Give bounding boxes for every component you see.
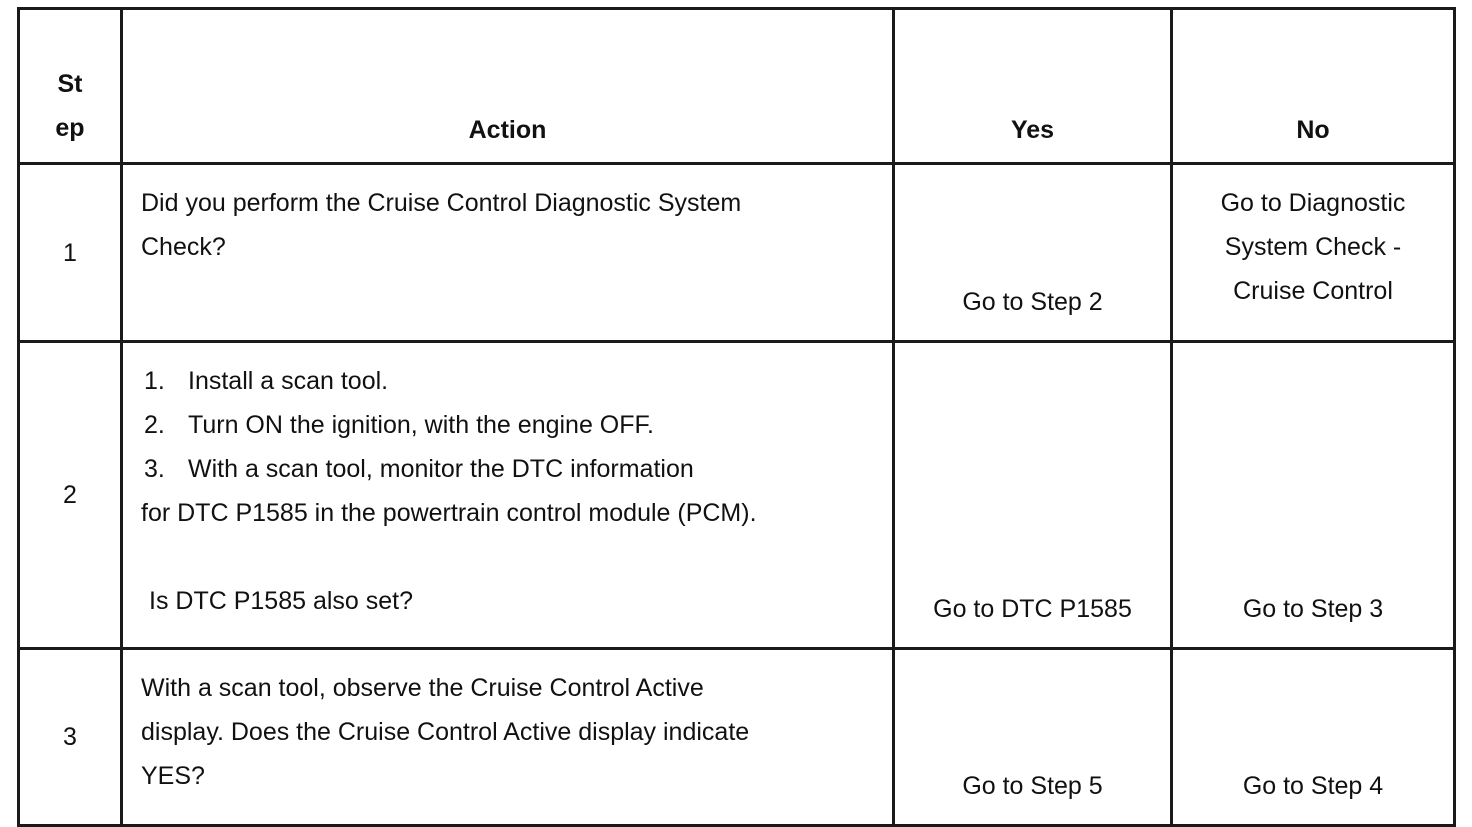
action-line: display. Does the Cruise Control Active … (141, 718, 750, 746)
no-line: Cruise Control (1233, 277, 1393, 305)
yes-cell: Go to Step 5 (892, 647, 1173, 827)
diagnostic-table: St ep Action Yes No 1 Did you perform th… (17, 7, 1456, 827)
list-item: 3.With a scan tool, monitor the DTC info… (144, 455, 694, 483)
no-cell: Go to Diagnostic System Check - Cruise C… (1170, 162, 1456, 343)
no-text: Go to Step 4 (1242, 772, 1384, 800)
header-step: St ep (17, 7, 123, 165)
header-action: Action (120, 7, 895, 165)
no-cell: Go to Step 4 (1170, 647, 1456, 827)
action-continuation: for DTC P1585 in the powertrain control … (141, 499, 757, 527)
action-question: Is DTC P1585 also set? (149, 587, 414, 615)
table-row: 1 Did you perform the Cruise Control Dia… (17, 162, 1456, 343)
step-number: 2 (17, 340, 123, 650)
action-cell: Did you perform the Cruise Control Diagn… (120, 162, 895, 343)
action-line: With a scan tool, observe the Cruise Con… (141, 674, 704, 702)
table-row: 3 With a scan tool, observe the Cruise C… (17, 647, 1456, 827)
header-step-line1: St (57, 70, 83, 98)
no-line: Go to Diagnostic (1220, 189, 1406, 217)
action-line: Check? (141, 233, 226, 261)
yes-cell: Go to Step 2 (892, 162, 1173, 343)
header-step-line2: ep (55, 114, 85, 142)
step-number: 3 (17, 647, 123, 827)
yes-cell: Go to DTC P1585 (892, 340, 1173, 650)
header-row: St ep Action Yes No (17, 7, 1456, 165)
table-row: 2 1.Install a scan tool. 2.Turn ON the i… (17, 340, 1456, 650)
header-no: No (1170, 7, 1456, 165)
procedure-list: 1.Install a scan tool. 2.Turn ON the ign… (141, 359, 892, 491)
list-item: 1.Install a scan tool. (144, 367, 389, 395)
no-text: Go to Step 3 (1242, 595, 1384, 623)
no-line: System Check - (1224, 233, 1402, 261)
list-item: 2.Turn ON the ignition, with the engine … (144, 411, 654, 439)
no-cell: Go to Step 3 (1170, 340, 1456, 650)
action-cell: With a scan tool, observe the Cruise Con… (120, 647, 895, 827)
action-line: YES? (141, 762, 205, 790)
yes-text: Go to Step 5 (962, 772, 1103, 800)
action-cell: 1.Install a scan tool. 2.Turn ON the ign… (120, 340, 895, 650)
step-number: 1 (17, 162, 123, 343)
action-line: Did you perform the Cruise Control Diagn… (141, 189, 742, 217)
yes-text: Go to DTC P1585 (933, 595, 1132, 623)
yes-text: Go to Step 2 (962, 288, 1103, 316)
header-yes: Yes (892, 7, 1173, 165)
